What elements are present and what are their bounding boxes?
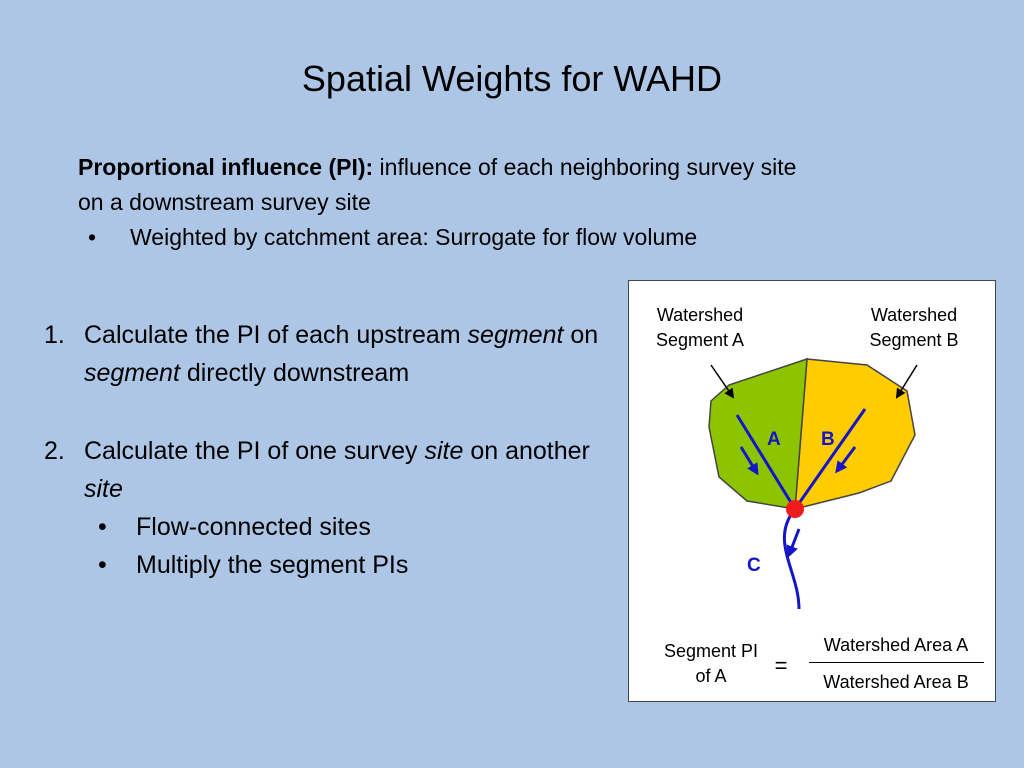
formula-left-line: Segment PI — [663, 641, 759, 661]
segment-letter-b: B — [821, 429, 835, 450]
steps-list: 1. Calculate the PI of each upstream seg… — [44, 316, 614, 624]
step-italic: segment — [84, 359, 180, 387]
step-1: 1. Calculate the PI of each upstream seg… — [44, 316, 614, 392]
watershed-segment-a — [708, 357, 808, 510]
pointer-arrow-b — [895, 364, 918, 399]
step-text: on another — [463, 437, 590, 465]
stream-c — [782, 508, 801, 610]
bullet-dot: • — [98, 551, 107, 579]
segment-letter-c: C — [747, 555, 761, 576]
step-text: Calculate the PI of each upstream — [84, 321, 468, 349]
label-line: Watershed — [656, 305, 744, 325]
segment-letter-a: A — [767, 429, 781, 450]
watershed-segment-b — [794, 358, 916, 510]
stream-a — [735, 414, 797, 510]
stream-b — [793, 408, 867, 510]
sub-bullet: • Multiply the segment PIs — [84, 546, 614, 584]
step-2: 2. Calculate the PI of one survey site o… — [44, 432, 614, 584]
flow-arrow-b — [835, 446, 857, 474]
slide-title: Spatial Weights for WAHD — [301, 58, 723, 99]
bullet-dot: • — [88, 224, 97, 250]
label-watershed-segment-a: Watershed Segment A — [635, 303, 765, 353]
intro-definition-line1: influence of each neighboring survey sit… — [373, 154, 797, 180]
equals-sign: = — [774, 653, 788, 678]
step-number: 2. — [44, 437, 65, 465]
label-line: Watershed — [870, 305, 958, 325]
step-body: Calculate the PI of each upstream segmen… — [84, 316, 614, 392]
intro-definition-line2: on a downstream survey site — [78, 189, 371, 215]
formula-numerator: Watershed Area A — [823, 635, 969, 655]
flow-arrow-c — [786, 528, 801, 558]
watershed-figure: Watershed Segment A Watershed Segment B … — [628, 280, 996, 702]
step-body: Calculate the PI of one survey site on a… — [84, 432, 614, 584]
label-line: Segment A — [655, 330, 745, 350]
fraction-bar — [809, 662, 984, 663]
label-watershed-segment-b: Watershed Segment B — [849, 303, 979, 353]
step-text: on — [563, 321, 599, 349]
step-text: directly downstream — [179, 359, 410, 387]
sub-bullet-text: Flow-connected sites — [136, 513, 371, 541]
step-italic: site — [424, 437, 464, 465]
sub-bullet: • Flow-connected sites — [84, 508, 614, 546]
step-number: 1. — [44, 321, 65, 349]
label-line: Segment B — [869, 330, 959, 350]
bullet-dot: • — [98, 513, 107, 541]
intro-bullet-text: Weighted by catchment area: Surrogate fo… — [130, 224, 698, 250]
step-italic: site — [84, 475, 123, 503]
intro-bullet: • Weighted by catchment area: Surrogate f… — [88, 220, 978, 255]
formula-left: Segment PI of A — [631, 639, 791, 689]
formula-denominator: Watershed Area B — [823, 672, 969, 692]
step-italic: segment — [467, 321, 564, 349]
step-text: Calculate the PI of one survey — [84, 437, 425, 465]
formula-left-line: of A — [695, 666, 727, 686]
survey-site-marker — [786, 500, 804, 518]
flow-arrow-a — [739, 446, 759, 476]
pointer-arrow-a — [710, 364, 735, 399]
intro-definition: Proportional influence (PI): influence o… — [78, 150, 978, 185]
intro-term: Proportional influence (PI): — [78, 154, 374, 180]
intro-block: Proportional influence (PI): influence o… — [78, 150, 978, 255]
sub-bullet-text: Multiply the segment PIs — [136, 551, 409, 579]
watershed-diagram — [708, 357, 918, 610]
